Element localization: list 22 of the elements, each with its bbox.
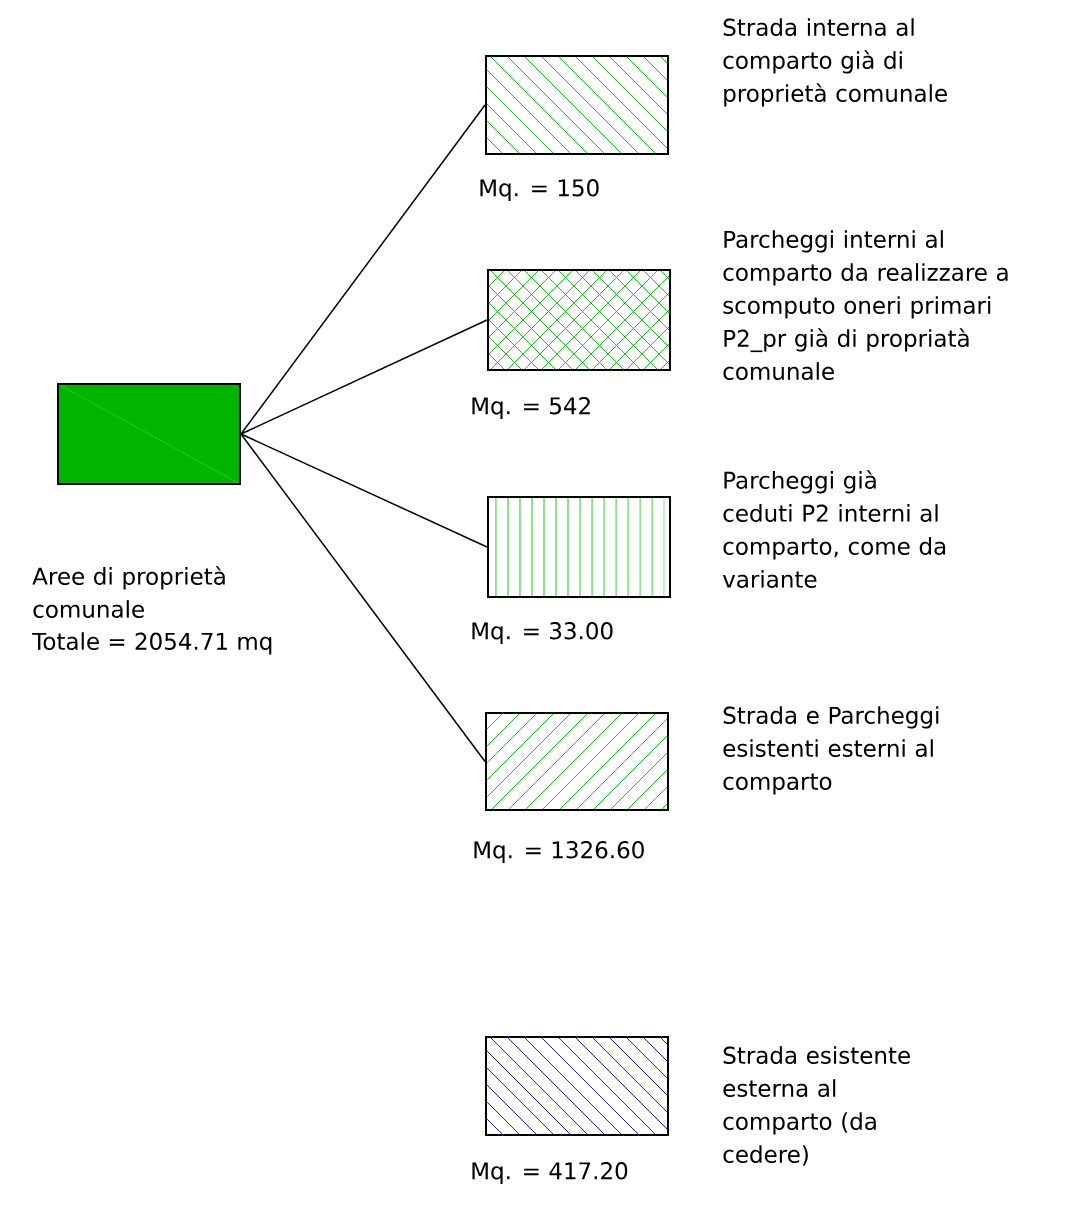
hatched-box [485,712,669,811]
description-text: Strada esistente esterna al comparto (da cedere) [723,1046,910,1166]
description-text: Parcheggi interni al comparto da realizzare a scomputo oneri primari P2_pr già di propriatà comunale [723,230,1008,380]
hatched-box [485,55,669,155]
area-value: Mq. = 1326.60 [474,841,644,863]
hatched-box [487,269,671,371]
area-value: Mq. = 150 [480,179,599,201]
description-text: Parcheggi già ceduti P2 interni al comparto, come da variante [722,470,946,588]
area-value: Mq. = 542 [472,397,590,419]
hatched-box [487,496,671,598]
connector-line [240,104,486,435]
description-text: Strada interna al comparto già di proprietà comunale [723,18,947,107]
connector-line [240,433,488,548]
area-value: Mq. = 417.20 [472,1162,628,1184]
area-value: Mq. = 33.00 [472,622,613,644]
description-text: Strada e Parcheggi esistenti esterni al comparto [723,706,939,795]
connector-line [240,319,488,435]
area-label: Totale = 2054.71 mq [32,632,272,655]
hatched-box [485,1036,669,1136]
area-label: Aree di proprietà comunale [32,566,225,618]
filled-box [57,383,241,485]
connector-line [240,433,486,763]
